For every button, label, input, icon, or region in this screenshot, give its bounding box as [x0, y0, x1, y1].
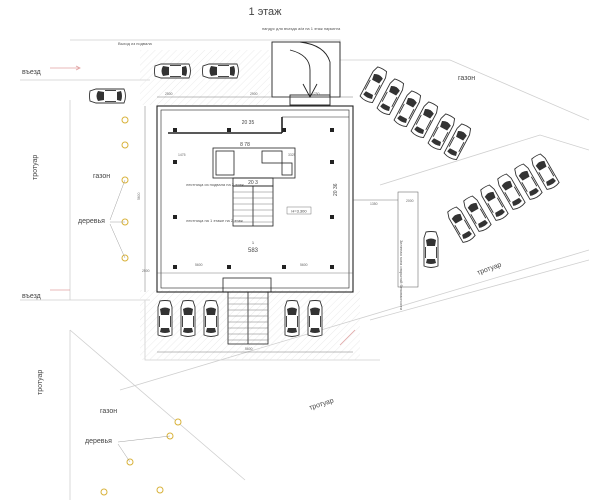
room-right-label: 20 36	[333, 183, 339, 196]
sidewalk-left-label: тротуар	[32, 155, 39, 180]
trees-left-label: деревья	[78, 218, 105, 225]
direction-arrows	[50, 65, 356, 346]
dim-right-a: 1350	[370, 202, 378, 206]
entry-top-label: въезд	[22, 69, 41, 76]
stair-core	[212, 147, 296, 227]
car	[423, 231, 439, 268]
columns	[173, 128, 334, 269]
lawn-right-label: газон	[458, 75, 475, 82]
lawn-left-lower-label: газон	[100, 408, 117, 415]
car	[202, 63, 239, 79]
hatched-zone-bottom	[140, 290, 360, 360]
page-title: 1 этаж	[249, 6, 283, 18]
note-basement-exit: Выход из подвала	[118, 41, 153, 46]
dim-bottom-b: 5600	[195, 263, 203, 267]
car	[154, 63, 191, 79]
car	[307, 300, 323, 337]
sidewalk-right-label: тротуар	[476, 262, 502, 277]
level-mark: Н=3.300	[291, 209, 307, 214]
trees	[100, 116, 182, 496]
building	[156, 105, 354, 293]
room-stair-label: 20 3	[248, 180, 258, 186]
dim-left-a: 5600	[137, 192, 141, 200]
room-core-label: 8 78	[240, 142, 250, 148]
car	[203, 300, 219, 337]
sidewalk-left-lower-label: тротуар	[37, 370, 44, 395]
ramp	[271, 41, 341, 106]
room-main-number: 1	[252, 240, 255, 245]
note-stair-first: лестница на 1 этаже на 2 этаж	[186, 218, 243, 223]
dim-top-c: 1750	[312, 92, 320, 96]
room-top-label: 20 35	[242, 120, 255, 126]
car	[180, 300, 196, 337]
dim-row-a: 1475	[178, 153, 186, 157]
site-outline	[20, 39, 589, 500]
dim-stair: 5600	[245, 347, 253, 351]
note-stair-basement: лестница из подвала на 2 этаж	[186, 182, 244, 187]
tree-pointers	[109, 179, 171, 463]
entrance-steps	[228, 297, 268, 341]
entry-bottom-label: въезд	[22, 293, 41, 300]
dimension-lines	[144, 96, 398, 353]
trees-left-lower-label: деревья	[85, 438, 112, 445]
dim-bottom-a: 2500	[142, 269, 150, 273]
car	[284, 300, 300, 337]
entrance-stair	[222, 277, 272, 345]
note-ramp: пандус для въезда а/м на 1 этаж паркинга	[262, 26, 341, 31]
lawn-left-label: газон	[93, 173, 110, 180]
car	[89, 88, 126, 104]
stair-steps	[233, 191, 273, 223]
sidewalk-bottom-label: тротуар	[308, 397, 334, 412]
room-main-label: 583	[248, 248, 259, 254]
dim-bottom-c: 5600	[300, 263, 308, 267]
car	[157, 300, 173, 337]
dim-top-b: 2900	[250, 92, 258, 96]
dim-top-a: 2500	[165, 92, 173, 96]
dim-row-b: 3325	[288, 153, 296, 157]
level-mark-box	[286, 206, 312, 215]
dim-right-b: 2000	[406, 199, 414, 203]
green-zone-box	[397, 191, 419, 288]
note-green-zone: Зеленая зона открытой безопасности	[399, 240, 404, 310]
